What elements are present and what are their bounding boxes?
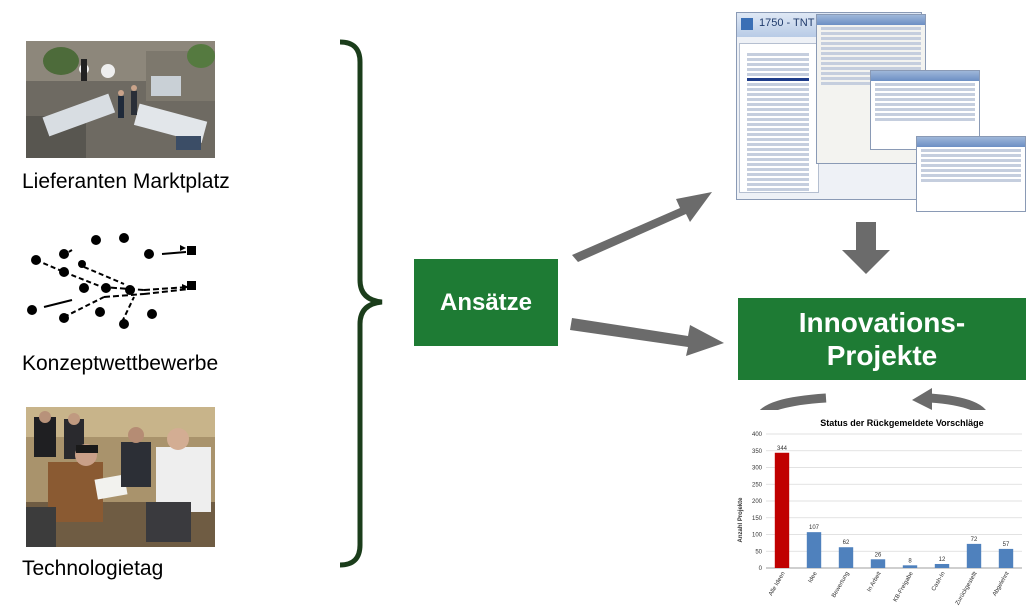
bar [902,565,918,568]
bar-data-label: 8 [908,558,912,564]
chart-ylabel: Anzahl Projekte [738,497,744,543]
chart-title: Status der Rückgemeldete Vorschläge [820,418,983,428]
arrow-to-screenshot [572,192,712,262]
x-category-label: Idee [808,570,819,584]
ansaetze-label: Ansätze [439,288,533,316]
arrow-down [842,222,890,274]
y-tick-label: 250 [752,482,763,488]
bar [774,452,790,568]
y-tick-label: 400 [752,432,763,438]
arrow-to-innovations [570,318,724,356]
bar [870,559,886,568]
y-tick-label: 50 [755,549,762,555]
bar-data-label: 26 [875,552,882,558]
bar [934,563,950,568]
konzept-network-diagram [24,232,214,342]
bar-data-label: 12 [939,557,946,563]
innovations-projekte-box: Innovations- Projekte [738,298,1026,380]
bar [838,547,854,568]
detail-window-3 [916,136,1026,212]
y-tick-label: 100 [752,533,763,539]
status-chart: Status der Rückgemeldete Vorschläge Anza… [730,410,1030,606]
bar-data-label: 62 [843,540,850,546]
technologietag-photo [26,407,215,547]
ansaetze-box: Ansätze [414,259,558,346]
bar-data-label: 344 [777,446,788,452]
innovations-line1: Innovations- [798,307,966,338]
y-tick-label: 200 [752,499,763,505]
bar [998,548,1014,568]
y-tick-label: 350 [752,449,763,455]
bar [966,543,982,568]
bar-data-label: 57 [1003,542,1010,548]
konzept-caption: Konzeptwettbewerbe [22,352,219,375]
marktplatz-caption: Lieferanten Marktplatz [22,170,230,193]
marktplatz-photo [26,41,215,158]
bar [806,532,822,568]
y-tick-label: 0 [759,566,763,572]
curly-brace [339,39,383,568]
technologietag-caption: Technologietag [22,557,164,580]
bar-data-label: 107 [809,525,820,531]
y-tick-label: 150 [752,516,763,522]
bar-data-label: 72 [971,537,978,543]
software-screenshot: 1750 - TNT Tritt [736,12,1026,212]
y-tick-label: 300 [752,466,763,472]
innovations-line2: Projekte [826,340,938,371]
